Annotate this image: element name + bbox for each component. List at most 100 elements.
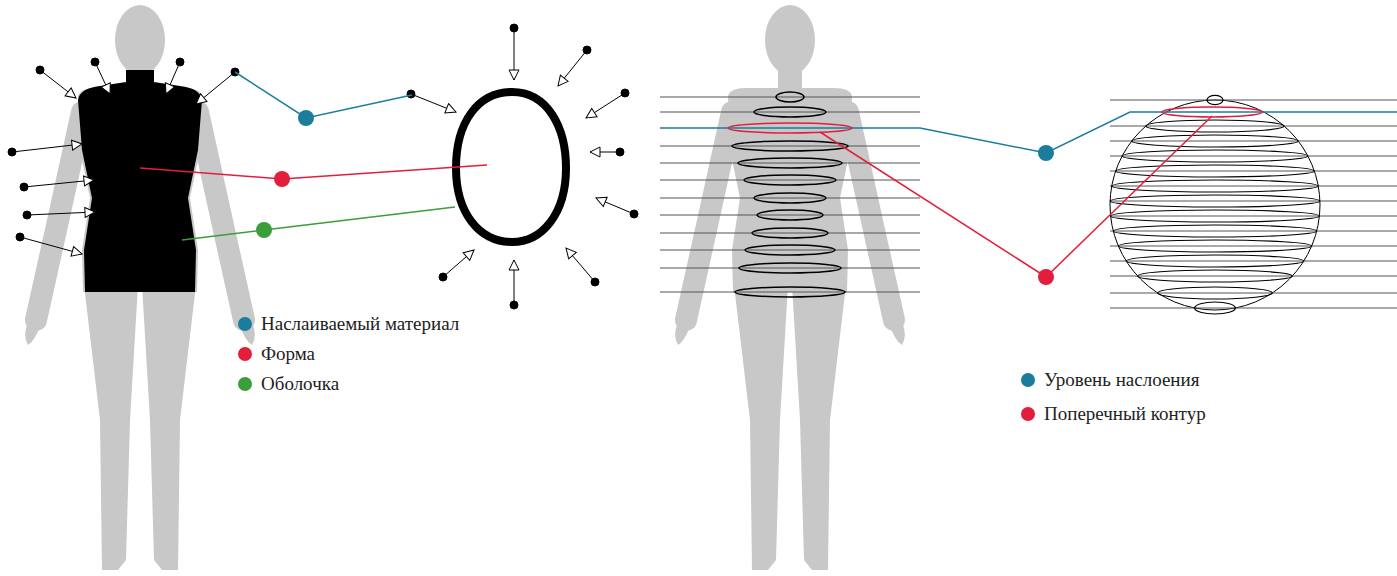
level-line	[1110, 216, 1397, 217]
leader-lines	[820, 116, 1212, 277]
pressure-arrows	[36, 66, 44, 74]
leader-dot	[256, 222, 272, 238]
pressure-arrows	[411, 94, 456, 112]
pressure-arrows	[16, 233, 24, 241]
pressure-arrows	[630, 210, 638, 218]
pressure-arrows	[586, 93, 625, 118]
cross-section	[1132, 135, 1298, 147]
legend-swatch	[238, 317, 252, 331]
leader-lines	[660, 107, 1397, 277]
level-line	[660, 268, 920, 269]
cross-section	[745, 245, 835, 255]
legend-item: Уровень наслоения	[1021, 369, 1199, 392]
leader-dot	[1038, 145, 1054, 161]
pressure-arrows	[176, 58, 184, 66]
pressure-arrows	[621, 89, 629, 97]
cross-section	[1207, 95, 1223, 104]
pressure-arrows	[514, 260, 515, 305]
level-line	[1110, 276, 1397, 277]
legend-item: Наслаиваемый материал	[238, 313, 459, 336]
cross-section	[1146, 120, 1284, 132]
pressure-arrows	[591, 278, 599, 286]
pressure-arrows	[40, 70, 76, 98]
pressure-arrows	[20, 237, 82, 254]
pressure-arrows	[27, 212, 95, 215]
legend-swatch	[238, 347, 252, 361]
pressure-arrows	[443, 250, 474, 277]
dress-form	[78, 70, 202, 292]
pressure-arrows	[514, 28, 515, 80]
pressure-arrows	[510, 301, 518, 309]
cross-section	[1122, 150, 1308, 162]
legend-label: Уровень наслоения	[1044, 369, 1199, 392]
legend-item: Поперечный контур	[1021, 403, 1206, 426]
pressure-arrows	[8, 24, 638, 309]
leader-lines	[728, 123, 852, 133]
cross-section	[1112, 180, 1319, 192]
leader-lines	[1162, 107, 1262, 117]
pressure-arrows	[91, 58, 99, 66]
pressure-arrows	[12, 144, 82, 152]
cross-section	[1116, 165, 1315, 177]
level-line	[1110, 171, 1397, 172]
level-line	[660, 250, 920, 251]
cross-section	[1113, 225, 1316, 237]
pressure-arrows	[558, 50, 587, 86]
level-line	[660, 180, 920, 181]
cross-section	[754, 193, 826, 203]
pressure-arrows	[407, 90, 415, 98]
cross-section	[1195, 302, 1236, 314]
level-line	[1110, 201, 1397, 202]
legend-label: Поперечный контур	[1044, 403, 1206, 426]
level-line	[1110, 100, 1397, 101]
level-line	[1110, 156, 1397, 157]
cross-section	[738, 158, 842, 168]
legend-item: Оболочка	[238, 373, 339, 396]
sphere-slices	[1110, 95, 1397, 314]
legend-item: Форма	[238, 343, 315, 366]
pressure-arrows	[166, 62, 180, 94]
level-line	[660, 112, 920, 113]
leader-dot	[1038, 269, 1054, 285]
cross-section	[1111, 210, 1320, 222]
pressure-arrows	[616, 148, 624, 156]
sphere-outline	[1110, 100, 1320, 310]
human-silhouette	[25, 5, 255, 570]
cross-section	[752, 228, 828, 238]
leader-lines	[140, 165, 487, 179]
pressure-arrows	[583, 46, 591, 54]
leader-lines	[182, 207, 455, 240]
cross-section	[744, 175, 836, 185]
level-line	[660, 215, 920, 216]
cross-section	[1158, 287, 1273, 299]
leader-dot	[274, 171, 290, 187]
pressure-arrows	[596, 198, 634, 214]
cross-section	[732, 141, 848, 151]
level-line	[1110, 126, 1397, 127]
human-silhouette	[675, 5, 905, 570]
cross-section	[1118, 240, 1311, 252]
shell-ring	[456, 92, 566, 242]
legend-label: Форма	[261, 343, 315, 366]
level-line	[1110, 246, 1397, 247]
leader-dot	[298, 110, 314, 126]
legend-label: Оболочка	[261, 373, 339, 396]
body-slices	[660, 92, 920, 297]
pressure-arrows	[95, 62, 110, 94]
legend-swatch	[1021, 373, 1035, 387]
legend-swatch	[1021, 407, 1035, 421]
pressure-arrows	[439, 273, 447, 281]
legend-label: Наслаиваемый материал	[261, 313, 459, 336]
pressure-arrows	[196, 72, 235, 104]
cross-section	[739, 263, 841, 273]
legend-swatch	[238, 377, 252, 391]
cross-section	[754, 107, 826, 117]
level-line	[660, 198, 920, 199]
cross-section	[1138, 270, 1293, 282]
level-line	[660, 233, 920, 234]
cross-section	[757, 210, 823, 220]
pressure-arrows	[20, 183, 28, 191]
cross-section	[1126, 255, 1304, 267]
cross-section	[1110, 195, 1320, 207]
